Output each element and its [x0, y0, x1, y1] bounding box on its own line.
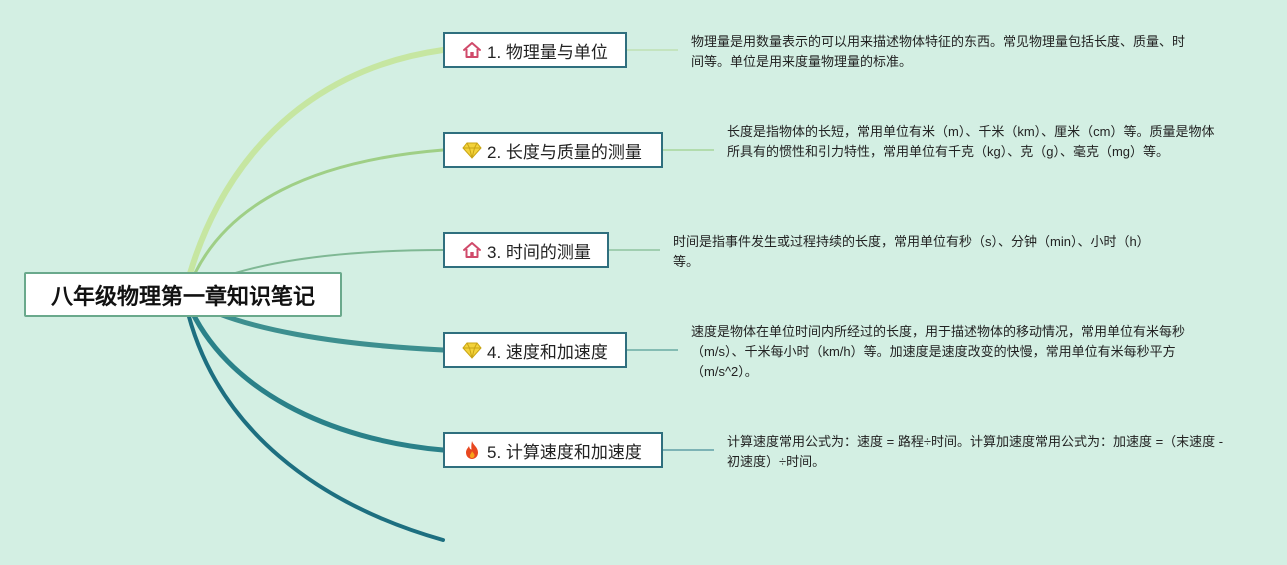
note-text: 物理量是用数量表示的可以用来描述物体特征的东西。常见物理量包括长度、质量、时间等… [691, 34, 1186, 69]
note-speed-acceleration: 速度是物体在单位时间内所经过的长度，用于描述物体的移动情况，常用单位有米每秒（m… [691, 322, 1191, 382]
house-icon [461, 40, 483, 60]
branch-line-2 [185, 148, 445, 294]
note-text: 长度是指物体的长短，常用单位有米（m）、千米（km）、厘米（cm）等。质量是物体… [727, 124, 1215, 159]
note-length-mass-measurement: 长度是指物体的长短，常用单位有米（m）、千米（km）、厘米（cm）等。质量是物体… [727, 122, 1227, 162]
topic-label: 4. 速度和加速度 [487, 342, 608, 362]
branch-line-1 [182, 47, 446, 295]
topic-label: 2. 长度与质量的测量 [487, 142, 642, 162]
topic-label: 5. 计算速度和加速度 [487, 442, 642, 462]
note-time-measurement: 时间是指事件发生或过程持续的长度，常用单位有秒（s）、分钟（min）、小时（h）… [673, 232, 1173, 272]
topic-length-mass-measurement[interactable]: 2. 长度与质量的测量 [443, 132, 663, 168]
topic-label: 3. 时间的测量 [487, 242, 591, 262]
house-icon [461, 240, 483, 260]
branch-line-5 [185, 300, 446, 453]
note-calculate-speed-acceleration: 计算速度常用公式为：速度 = 路程÷时间。计算加速度常用公式为：加速度 =（末速… [727, 432, 1227, 472]
topic-calculate-speed-acceleration[interactable]: 5. 计算速度和加速度 [443, 432, 663, 468]
topic-speed-acceleration[interactable]: 4. 速度和加速度 [443, 332, 627, 368]
note-text: 速度是物体在单位时间内所经过的长度，用于描述物体的移动情况，常用单位有米每秒（m… [691, 324, 1186, 379]
diamond-icon [461, 140, 483, 160]
branch-line-6 [184, 303, 445, 542]
topic-time-measurement[interactable]: 3. 时间的测量 [443, 232, 609, 268]
root-topic[interactable]: 八年级物理第一章知识笔记 [24, 272, 342, 317]
diamond-icon [461, 340, 483, 360]
note-text: 计算速度常用公式为：速度 = 路程÷时间。计算加速度常用公式为：加速度 =（末速… [727, 434, 1224, 469]
root-topic-label: 八年级物理第一章知识笔记 [50, 283, 315, 309]
topic-label: 1. 物理量与单位 [487, 42, 608, 62]
note-text: 时间是指事件发生或过程持续的长度，常用单位有秒（s）、分钟（min）、小时（h）… [673, 234, 1150, 269]
fire-icon [461, 440, 483, 460]
topic-physical-quantities[interactable]: 1. 物理量与单位 [443, 32, 627, 68]
note-physical-quantities: 物理量是用数量表示的可以用来描述物体特征的东西。常见物理量包括长度、质量、时间等… [691, 32, 1191, 72]
